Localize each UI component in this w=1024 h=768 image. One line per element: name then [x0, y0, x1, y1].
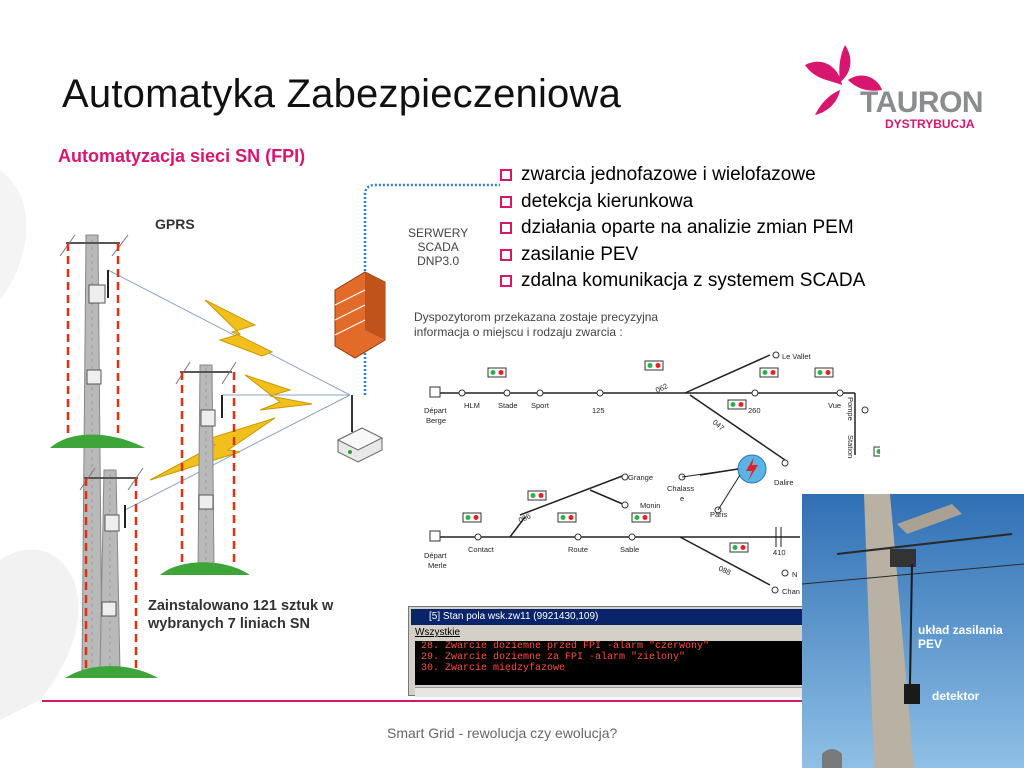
lightning-icon — [244, 374, 313, 411]
lightning-icon — [204, 299, 274, 357]
node-label: Chan — [782, 587, 800, 596]
console-title-bar[interactable]: [5] Stan pola wsk.zw11 (9921430,109) — [411, 609, 805, 625]
node-label: Sable — [620, 545, 639, 554]
console-line: 30. Zwarcie międzyfazowe — [421, 663, 566, 674]
dispatch-info: Dyspozytorom przekazana zostaje precyzyj… — [414, 310, 659, 339]
node-label: Route — [568, 545, 588, 554]
fpi-indicator-icon — [557, 512, 577, 523]
node-label: e — [680, 494, 684, 503]
fpi-indicator-icon — [814, 367, 834, 378]
gprs-label: GPRS — [155, 216, 195, 232]
scada-console-window[interactable]: [5] Stan pola wsk.zw11 (9921430,109) Wsz… — [408, 606, 806, 697]
fpi-indicator-icon — [644, 360, 664, 371]
power-pole-icon — [65, 467, 158, 678]
power-pole-icon — [50, 234, 145, 671]
node-label: 125 — [592, 406, 605, 415]
console-line: 28. Zwarcie doziemne przed FPI -alarm "c… — [421, 641, 710, 652]
node-label: Contact — [468, 545, 495, 554]
fpi-indicator-icon — [527, 490, 547, 501]
console-output: 28. Zwarcie doziemne przed FPI -alarm "c… — [415, 641, 805, 685]
node-label: Paris — [710, 510, 727, 519]
detector-label: detektor — [932, 689, 980, 703]
footer-text: Smart Grid - rewolucja czy ewolucja? — [387, 725, 618, 741]
node-label: Monin — [640, 501, 660, 510]
edge-label: 096 — [517, 511, 532, 524]
node-label: Pompe — [846, 397, 855, 421]
node-label: HLM — [464, 401, 480, 410]
node-label: Chalass — [667, 484, 694, 493]
fpi-indicator-icon — [487, 367, 507, 378]
footer-divider — [42, 700, 802, 702]
console-filter-menu[interactable]: Wszystkie — [415, 627, 460, 638]
list-item: zasilanie PEV — [500, 242, 865, 269]
pole-photo-image — [802, 494, 1024, 768]
fault-lightning-icon — [737, 454, 767, 484]
router-antenna-icon — [336, 395, 384, 463]
feature-list: zwarcia jednofazowe i wielofazowe detekc… — [500, 162, 865, 295]
tauron-logo-icon — [805, 45, 882, 115]
fpi-indicator-icon — [462, 512, 482, 523]
node-label: Stade — [498, 401, 518, 410]
fiber-line — [363, 183, 500, 395]
list-item: detekcja kierunkowa — [500, 189, 865, 216]
pev-power-label: układ zasilania PEV — [918, 623, 1003, 651]
fpi-indicator-icon — [873, 446, 880, 457]
power-pole-icon — [160, 361, 250, 575]
fpi-indicator-icon — [759, 367, 779, 378]
node-label: Sport — [531, 401, 550, 410]
firewall-icon — [334, 271, 386, 359]
node-label: Station — [846, 435, 855, 458]
node-label: Dalire — [774, 478, 794, 487]
slide-subtitle: Automatyzacja sieci SN (FPI) — [58, 146, 306, 166]
node-label: N — [792, 570, 797, 579]
fpi-indicator-icon — [631, 512, 651, 523]
console-line: 29. Zwarcie doziemne za FPI -alarm "ziel… — [421, 652, 686, 663]
checkbox-bullet-icon — [500, 222, 512, 235]
checkbox-bullet-icon — [500, 275, 512, 288]
server-label: SERWERY SCADA DNP3.0 — [408, 226, 469, 268]
fpi-indicator-icon — [727, 399, 747, 410]
list-item: zwarcia jednofazowe i wielofazowe — [500, 162, 865, 189]
node-label: Vue — [828, 401, 841, 410]
logo-subtitle: DYSTRYBUCJA — [885, 117, 975, 131]
slide-title: Automatyka Zabezpieczeniowa — [62, 72, 622, 116]
node-label: Le Vallet — [782, 352, 812, 361]
node-label: Grange — [628, 473, 653, 482]
edge-label: 088 — [717, 564, 732, 577]
node-label: 260 — [748, 406, 761, 415]
list-item: działania oparte na analizie zmian PEM — [500, 215, 865, 242]
checkbox-bullet-icon — [500, 169, 512, 182]
checkbox-bullet-icon — [500, 195, 512, 208]
node-label: 410 — [773, 548, 786, 557]
checkbox-bullet-icon — [500, 248, 512, 261]
fpi-indicator-icon — [729, 542, 749, 553]
edge-label: 047 — [711, 418, 726, 433]
pole-photo: układ zasilania PEV detektor — [802, 494, 1024, 768]
logo-brand: TAURON — [860, 86, 984, 119]
console-scrollbar[interactable] — [415, 687, 805, 697]
list-item: zdalna komunikacja z systemem SCADA — [500, 268, 865, 295]
installed-count: Zainstalowano 121 sztuk w wybranych 7 li… — [148, 598, 334, 632]
